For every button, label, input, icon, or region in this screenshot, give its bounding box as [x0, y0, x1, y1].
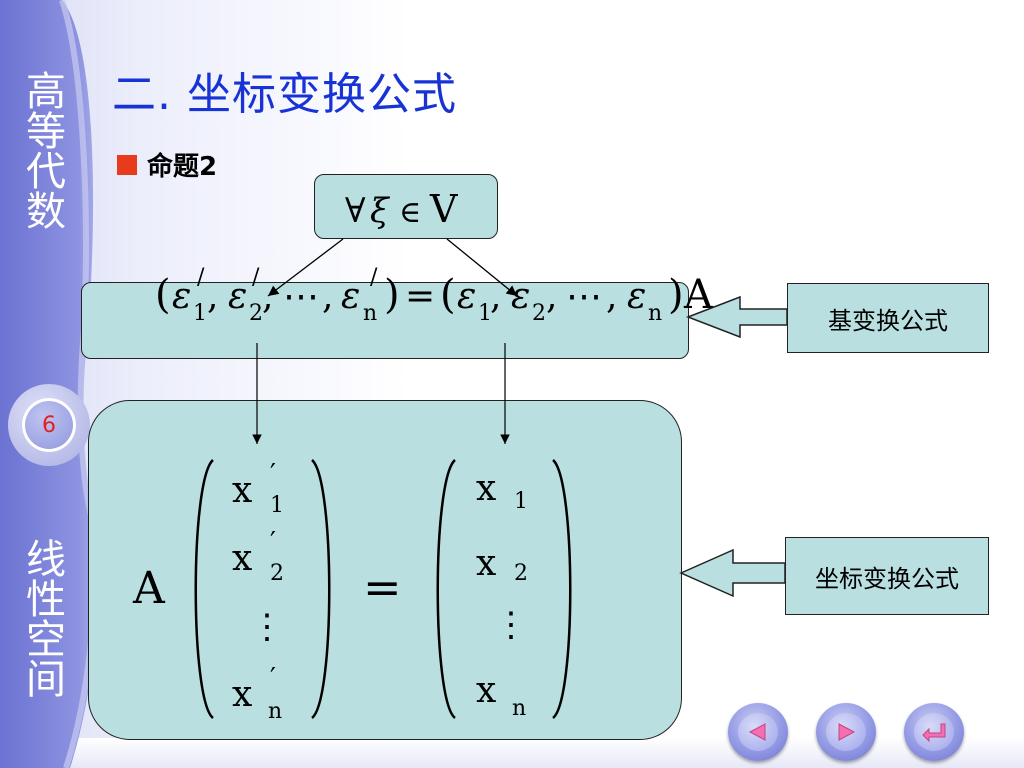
sub-2p: 2 [249, 301, 263, 326]
x2-prime-mark: ′ [270, 527, 276, 557]
vdots-right: ⋮ [494, 605, 528, 645]
vector-box [314, 174, 498, 239]
proposition-heading: 命题2 [117, 146, 217, 183]
right-vector-lbracket [436, 459, 456, 719]
xn-prime: x [232, 674, 252, 715]
eps-1p: ε [172, 276, 191, 317]
comma-6: , [606, 276, 617, 317]
forall-xi-in-v: ∀ ξ ∈ V [345, 187, 458, 231]
equals-1: = [405, 276, 435, 317]
sub-np: n [363, 301, 377, 326]
arrow-xi-left [267, 238, 344, 297]
sub-2: 2 [532, 301, 546, 326]
comma-3: , [322, 276, 333, 317]
vdots-left: ⋮ [250, 607, 284, 647]
x1-prime-sub: 1 [270, 493, 284, 518]
x1-prime: x [232, 470, 252, 511]
comma-5: , [546, 276, 557, 317]
comma-2: , [262, 276, 273, 317]
xi-symbol: ξ [370, 191, 391, 231]
arrow-xi-right [446, 238, 518, 297]
eps-2: ε [511, 276, 530, 317]
right-vector-rbracket [552, 459, 572, 719]
proposition-label: 命题2 [147, 152, 218, 182]
prev-button-face [738, 713, 778, 751]
sub-n: n [648, 301, 662, 326]
matrix-a-coord: A [132, 563, 166, 614]
return-arrow-icon [922, 723, 946, 742]
x2-prime-sub: 2 [270, 561, 284, 586]
rparen-1: ) [384, 272, 400, 318]
coord-formula-label: 坐标变换公式 [785, 537, 989, 615]
page-number: 6 [42, 412, 56, 438]
next-button-face [826, 713, 866, 751]
x2-prime: x [232, 538, 252, 579]
xn-prime-sub: n [268, 699, 282, 724]
page-badge: 6 [22, 398, 76, 452]
coordinate-change-box [88, 400, 682, 740]
triangle-right-icon [838, 723, 856, 741]
x2: x [476, 543, 496, 584]
sub-1: 1 [478, 301, 492, 326]
prime-n: / [370, 265, 378, 290]
basis-callout-arrow-icon [685, 295, 788, 339]
return-button-face [914, 713, 954, 751]
x2-sub: 2 [514, 561, 528, 586]
coord-callout-arrow-icon [679, 548, 786, 598]
basis-change-box [81, 282, 689, 359]
eps-2p: ε [228, 276, 247, 317]
dots-2: ⋯ [566, 276, 602, 317]
bullet-square-icon [117, 154, 137, 175]
eps-n: ε [627, 276, 646, 317]
left-vector-rbracket [311, 459, 331, 719]
rparen-2: ) [668, 272, 684, 318]
xn: x [476, 670, 496, 711]
triangle-left-icon [748, 723, 766, 741]
lparen-1: ( [155, 272, 171, 318]
comma-4: , [490, 276, 501, 317]
prime-1: / [197, 265, 205, 290]
return-button[interactable] [904, 703, 964, 761]
basis-formula-label: 基变换公式 [787, 283, 989, 353]
left-vector-lbracket [194, 459, 214, 719]
coordinate-formula: A x 1 ′ x 2 ′ ⋮ x n ′ = x 1 x 2 ⋮ x n [132, 459, 572, 724]
x1: x [476, 468, 496, 509]
prime-2: / [252, 265, 260, 290]
x1-prime-mark: ′ [270, 459, 276, 489]
prev-slide-button[interactable] [728, 703, 788, 761]
next-slide-button[interactable] [816, 703, 876, 761]
lparen-2: ( [440, 272, 456, 318]
element-of-symbol: ∈ [399, 195, 421, 230]
forall-symbol: ∀ [345, 191, 366, 231]
eps-np: ε [341, 276, 360, 317]
dots-1: ⋯ [283, 276, 319, 317]
sidebar-chapter-title: 线性空间 [19, 538, 65, 698]
slide-title: 二. 坐标变换公式 [112, 69, 457, 120]
xn-sub: n [512, 696, 526, 721]
x1-sub: 1 [514, 489, 528, 514]
sub-1p: 1 [193, 301, 207, 326]
xn-prime-mark: ′ [270, 663, 276, 693]
v-symbol: V [429, 187, 458, 231]
equals-coord: = [363, 560, 402, 614]
sidebar-course-title: 高等代数 [19, 70, 65, 230]
eps-1: ε [457, 276, 476, 317]
comma-1: , [207, 276, 218, 317]
basis-formula: ( ε 1 / , ε 2 / , ⋯ , ε n / ) = ( ε 1 , … [155, 265, 714, 326]
